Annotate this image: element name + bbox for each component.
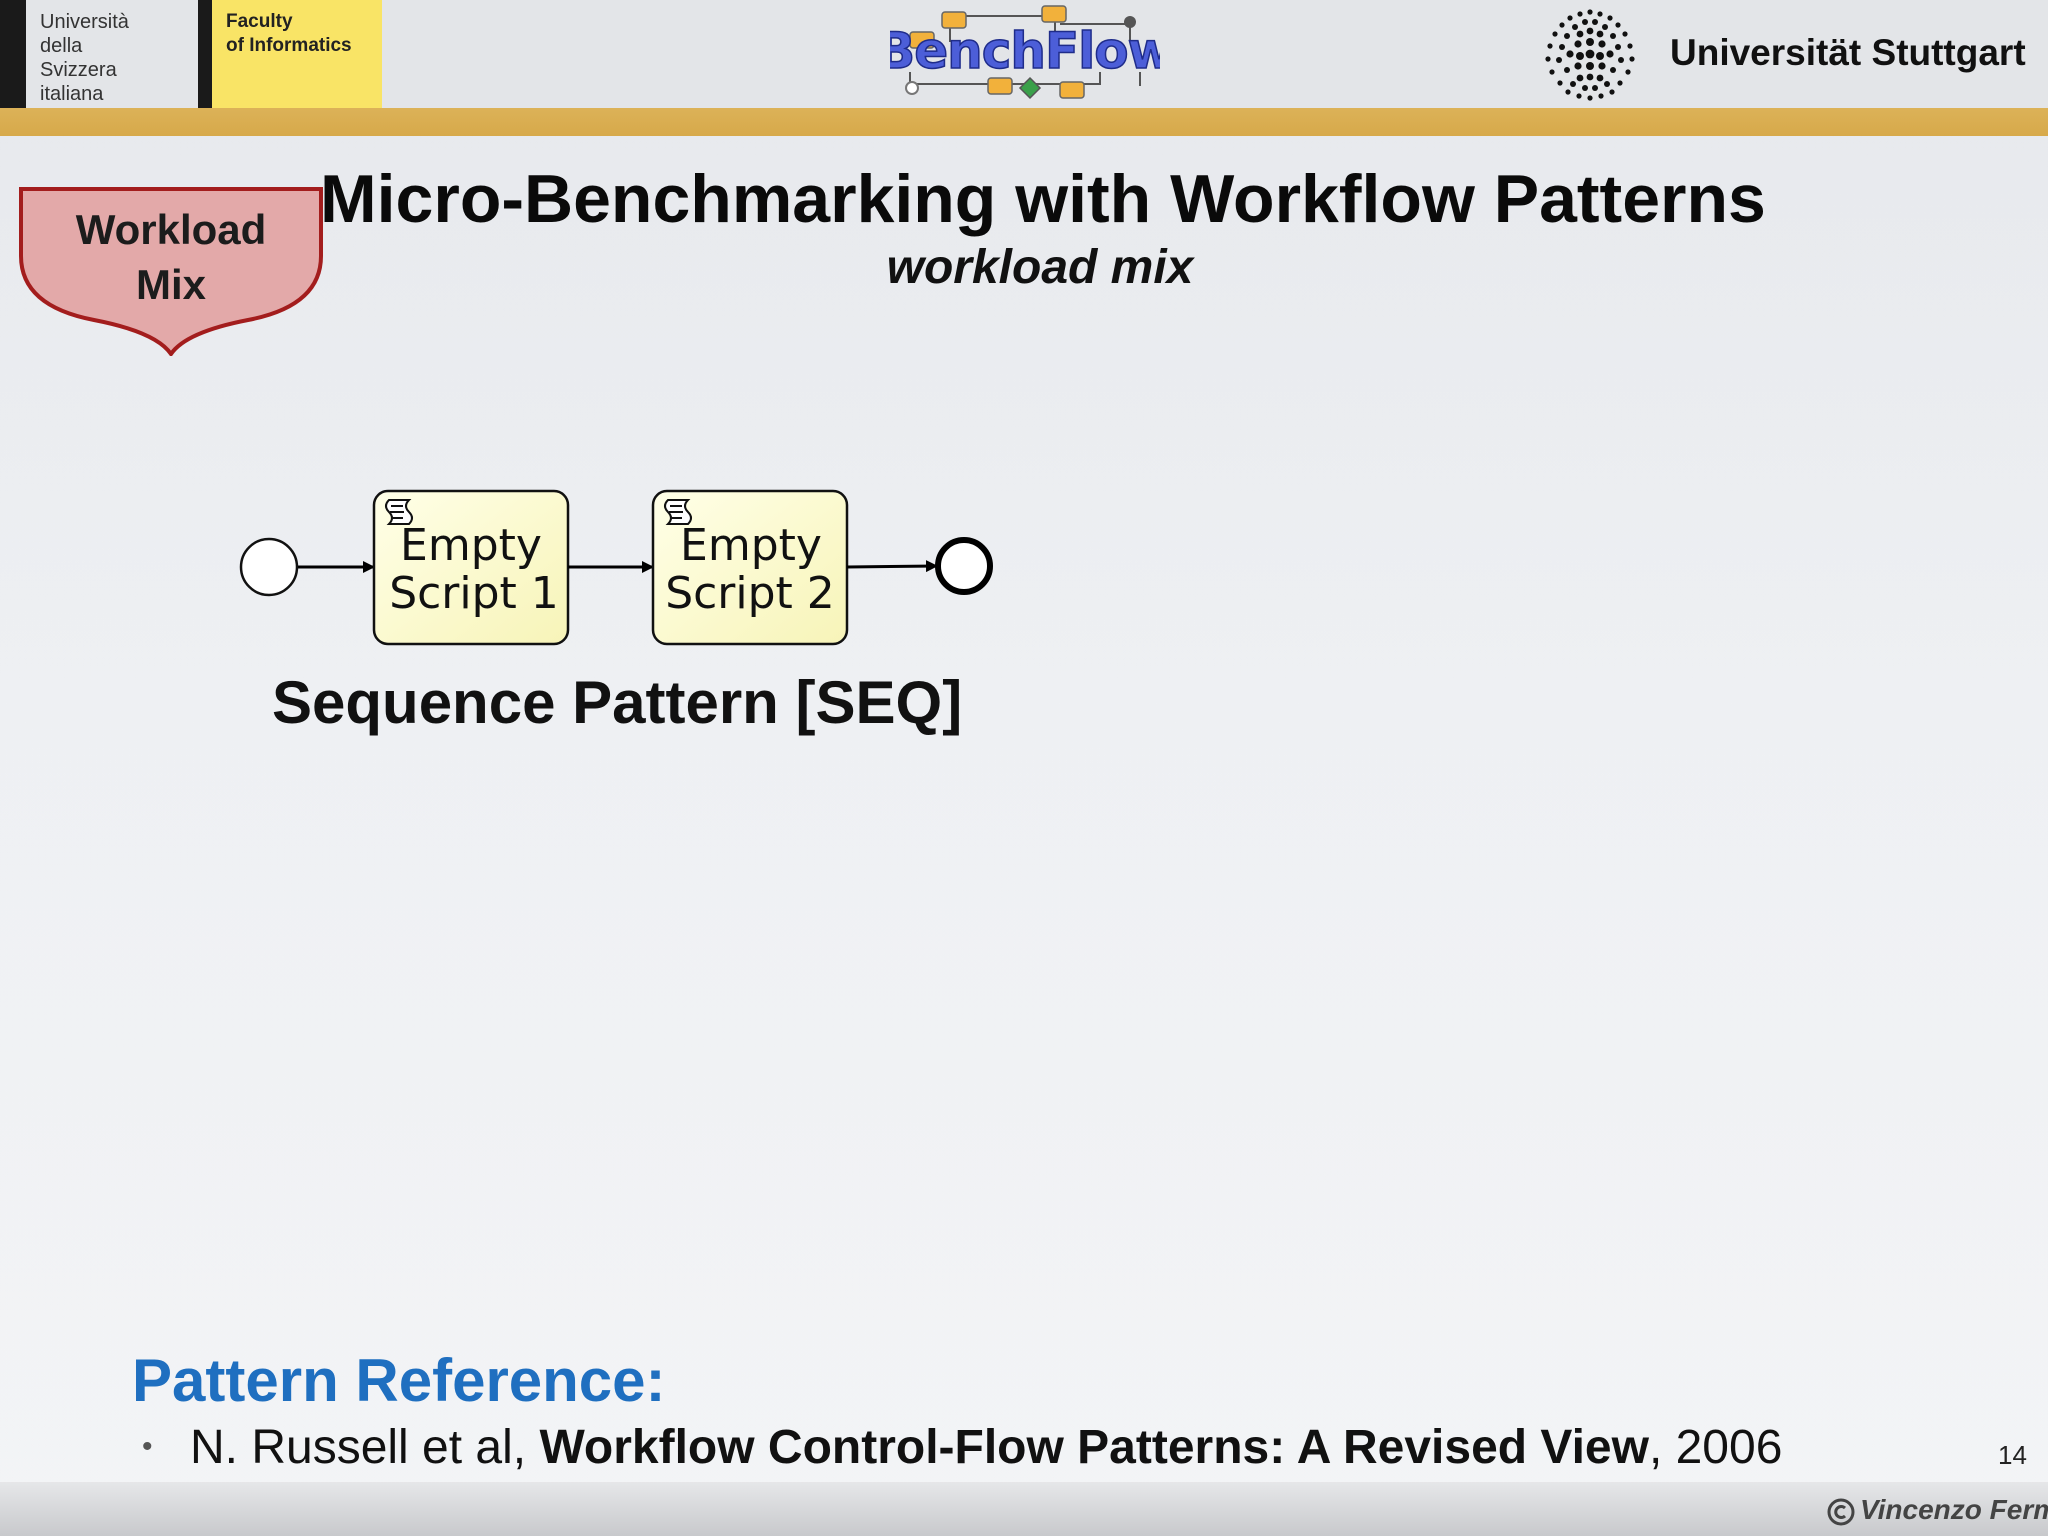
pattern-reference-heading: Pattern Reference: — [132, 1347, 666, 1414]
stuttgart-logo-mark — [1545, 9, 1635, 101]
benchflow-logo: BenchFlow — [890, 5, 1160, 100]
copyright-icon — [1827, 1498, 1855, 1526]
usi-line: della — [40, 35, 83, 57]
task-label-line1: Empty — [680, 520, 822, 571]
badge-label-line1: Workload — [75, 206, 267, 253]
page-number: 14 — [1998, 1440, 2027, 1470]
svg-text:BenchFlow: BenchFlow — [890, 22, 1160, 80]
usi-line: Università — [40, 11, 129, 33]
task-empty-script-1: Empty Script 1 — [372, 489, 570, 646]
end-event — [935, 537, 993, 595]
slide-subtitle: workload mix — [886, 241, 1194, 294]
stuttgart-university-name: Universität Stuttgart — [1670, 32, 2026, 73]
reference-year: , 2006 — [1648, 1421, 1783, 1474]
header-gold-band — [0, 108, 2048, 136]
task-empty-script-2: Empty Script 2 — [651, 489, 849, 646]
footer-band — [0, 1482, 2048, 1536]
badge-label-line2: Mix — [135, 261, 206, 308]
sequence-flow-arrow — [846, 560, 938, 573]
usi-logo-text: Università della Svizzera italiana — [40, 10, 129, 106]
task-label-line2: Script 2 — [665, 568, 835, 619]
usi-black-bar — [0, 0, 26, 108]
reference-citation: N. Russell et al, Workflow Control-Flow … — [190, 1420, 1782, 1475]
pattern-name-label: Sequence Pattern [SEQ] — [272, 669, 963, 736]
faculty-logo: Faculty of Informatics — [212, 0, 382, 108]
usi-line: italiana — [40, 83, 104, 105]
reference-authors: N. Russell et al, — [190, 1421, 540, 1474]
script-icon — [385, 499, 413, 525]
slide-title: Micro-Benchmarking with Workflow Pattern… — [320, 161, 1766, 237]
footer-author: Vincenzo Ferme — [1860, 1494, 2048, 1525]
usi-line: Svizzera — [40, 59, 117, 81]
workload-mix-badge — [19, 187, 323, 356]
faculty-black-bar — [198, 0, 212, 108]
slide-header: Università della Svizzera italiana Facul… — [0, 0, 2048, 108]
script-icon — [664, 499, 692, 525]
task-label-line1: Empty — [400, 520, 542, 571]
reference-work-title: Workflow Control-Flow Patterns: A Revise… — [539, 1421, 1649, 1474]
faculty-line: Faculty — [226, 11, 293, 32]
bullet-point: • — [142, 1430, 153, 1463]
sequence-pattern-diagram: Empty Script 1 Empty Script 2 — [239, 489, 993, 646]
faculty-line: of Informatics — [226, 35, 352, 56]
task-label-line2: Script 1 — [389, 568, 559, 619]
start-event — [239, 537, 299, 597]
